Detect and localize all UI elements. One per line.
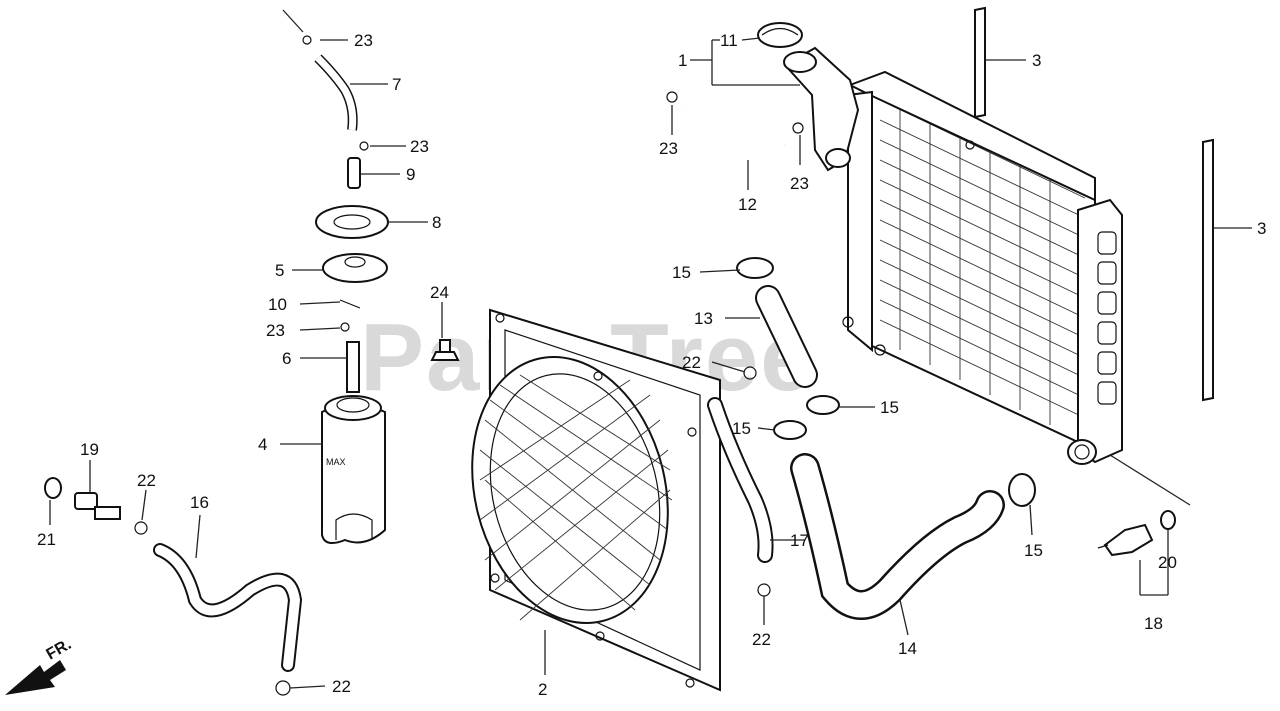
callout-20: 20 <box>1158 553 1177 572</box>
callout-23-a: 23 <box>354 31 373 50</box>
callout-12: 12 <box>738 195 757 214</box>
callout-23-b: 23 <box>410 137 429 156</box>
hose-14 <box>790 453 1005 620</box>
callout-8: 8 <box>432 213 441 232</box>
reservoir-pipe <box>346 341 360 393</box>
callout-19: 19 <box>80 440 99 459</box>
callout-1: 1 <box>678 51 687 70</box>
joint-fitting <box>347 157 361 189</box>
callout-15-a: 15 <box>672 263 691 282</box>
reservoir-hose <box>314 54 358 131</box>
gasket-ring <box>315 205 389 239</box>
callout-16: 16 <box>190 493 209 512</box>
thermo-sensor <box>1097 510 1176 557</box>
seal-strip-right <box>1202 138 1214 402</box>
callout-11: 11 <box>720 31 738 50</box>
callout-5: 5 <box>275 261 284 280</box>
callout-15-b: 15 <box>880 398 899 417</box>
hose-clamps <box>134 257 1036 696</box>
callout-7: 7 <box>392 75 401 94</box>
callout-3-right: 3 <box>1257 219 1266 238</box>
hose-13 <box>755 285 818 388</box>
callout-4: 4 <box>258 435 267 454</box>
callout-14: 14 <box>898 639 917 658</box>
callout-6: 6 <box>282 349 291 368</box>
callout-23-e: 23 <box>790 174 809 193</box>
hose-17 <box>707 397 774 563</box>
callout-22-b: 22 <box>752 630 771 649</box>
seal-strip-top <box>974 6 986 119</box>
leader-lines <box>49 9 1252 689</box>
callout-21: 21 <box>37 530 56 549</box>
callout-15-d: 15 <box>1024 541 1043 560</box>
fan-shroud <box>471 308 721 692</box>
radiator-cap <box>757 22 803 48</box>
reservoir-cap <box>322 253 388 283</box>
callout-17: 17 <box>790 531 809 550</box>
bolt-24 <box>430 339 460 361</box>
small-clips <box>302 35 369 332</box>
reservoir-tank: MAX <box>321 395 386 545</box>
overflow-tube <box>666 91 804 157</box>
front-direction-arrow: FR. <box>5 636 74 695</box>
callout-3-top: 3 <box>1032 51 1041 70</box>
callout-13: 13 <box>694 309 713 328</box>
callout-22-c: 22 <box>137 471 156 490</box>
callout-10: 10 <box>268 295 287 314</box>
callout-23-c: 23 <box>266 321 285 340</box>
max-level-mark: MAX <box>326 457 346 467</box>
callout-22-d: 22 <box>332 677 351 696</box>
callout-23-d: 23 <box>659 139 678 158</box>
callout-18: 18 <box>1144 614 1163 633</box>
hose-fitting <box>44 477 121 520</box>
filler-neck <box>783 46 860 172</box>
callout-24: 24 <box>430 283 449 302</box>
callout-15-c: 15 <box>732 419 751 438</box>
callout-22-a: 22 <box>682 353 701 372</box>
radiator <box>839 70 1123 465</box>
hose-16 <box>153 543 303 672</box>
callout-labels: 1 2 3 3 4 5 6 7 8 9 10 11 12 13 14 15 15… <box>37 31 1266 699</box>
callout-9: 9 <box>406 165 415 184</box>
front-direction-label: FR. <box>44 636 75 664</box>
callout-2: 2 <box>538 680 547 699</box>
